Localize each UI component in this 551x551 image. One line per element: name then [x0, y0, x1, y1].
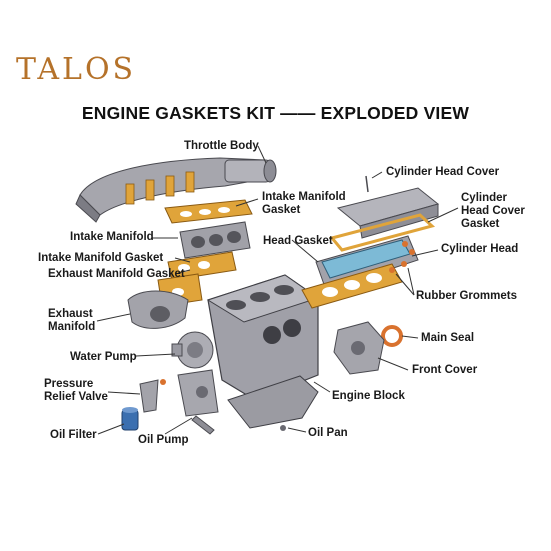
- brand-logo: TALOS: [16, 52, 137, 87]
- label-main-seal: Main Seal: [421, 332, 475, 344]
- head-gasket-illustration: [301, 263, 403, 309]
- label-oil-pump: Oil Pump: [138, 434, 189, 446]
- label-cylinder-head-cover-gasket: Cylinder Head Cover Gasket: [461, 192, 525, 230]
- label-throttle-body: Throttle Body: [184, 140, 259, 152]
- oil-pan-illustration: [227, 375, 319, 431]
- label-water-pump: Water Pump: [70, 351, 137, 363]
- label-front-cover: Front Cover: [412, 364, 478, 376]
- page-title: ENGINE GASKETS KIT —— EXPLODED VIEW: [81, 103, 470, 123]
- label-pressure-relief-valve: Pressure Relief Valve: [44, 378, 108, 403]
- label-cylinder-head-cover: Cylinder Head Cover: [386, 166, 500, 178]
- oil-pump-illustration: [177, 369, 219, 435]
- cylinder-head-cover-gasket-illustration: [329, 213, 436, 252]
- label-rubber-grommets: Rubber Grommets: [416, 290, 517, 302]
- label-oil-pan: Oil Pan: [308, 427, 348, 439]
- label-exhaust-manifold: Exhaust Manifold: [48, 308, 96, 333]
- front-cover-illustration: [333, 321, 385, 375]
- intake-manifold-gasket-illustration: [164, 199, 253, 224]
- exhaust-manifold-illustration: [127, 290, 189, 329]
- oil-filter-illustration: [121, 407, 139, 431]
- engine-block-illustration: [206, 274, 320, 401]
- label-exhaust-manifold-gasket: Exhaust Manifold Gasket: [48, 268, 185, 280]
- pressure-relief-valve-illustration: [139, 379, 166, 413]
- cylinder-head-illustration: [315, 235, 419, 291]
- label-oil-filter: Oil Filter: [50, 429, 97, 441]
- label-cylinder-head: Cylinder Head: [441, 243, 519, 255]
- label-intake-manifold: Intake Manifold: [70, 231, 154, 243]
- label-head-gasket: Head Gasket: [263, 235, 333, 247]
- intake-manifold-illustration: [179, 221, 251, 259]
- label-intake-manifold-gasket: Intake Manifold Gasket: [262, 191, 346, 216]
- rubber-grommets-illustration: [389, 241, 415, 273]
- main-seal-illustration: [381, 325, 403, 347]
- label-intake-manifold-gasket-2: Intake Manifold Gasket: [38, 252, 164, 264]
- throttle-body-illustration: [75, 157, 277, 223]
- water-pump-illustration: [171, 331, 214, 369]
- leader-lines: [96, 145, 459, 435]
- label-engine-block: Engine Block: [332, 390, 405, 402]
